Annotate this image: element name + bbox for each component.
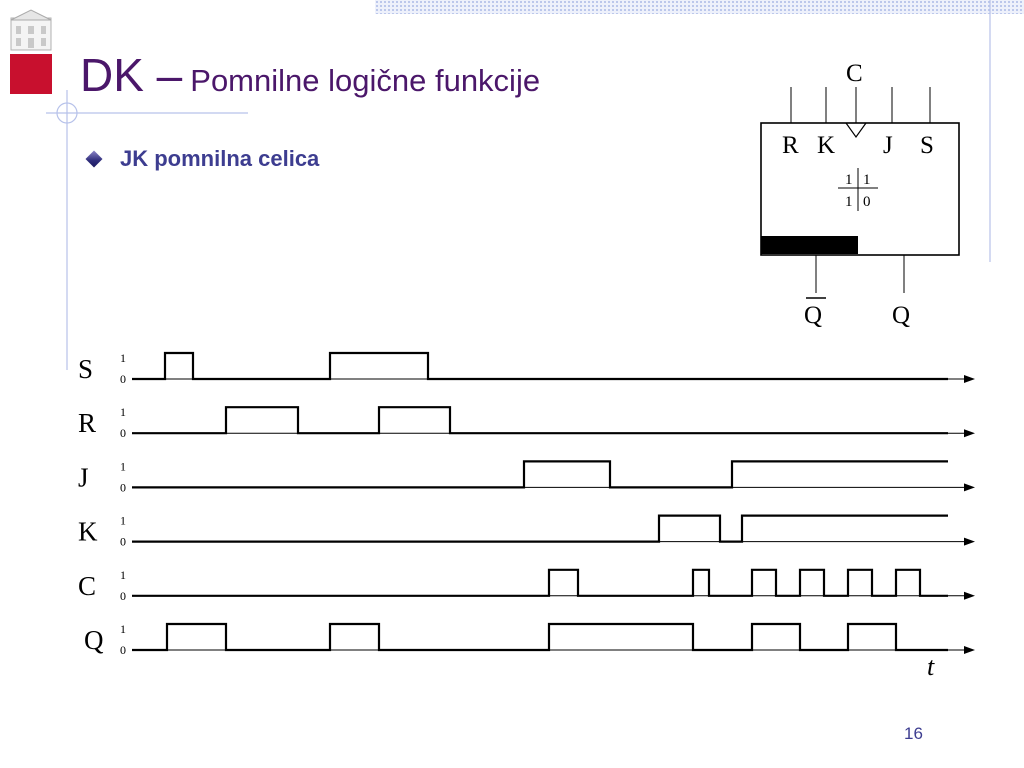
truth-value: 0 <box>863 194 871 210</box>
output-label-q-bar: Q <box>804 302 822 329</box>
signal-label-q: Q <box>84 625 104 655</box>
signal-label-k: K <box>78 517 98 547</box>
level-label-low: 0 <box>120 643 126 657</box>
time-axis-arrow <box>964 646 975 654</box>
cell-input-label: K <box>817 132 835 159</box>
diamond-bullet-icon <box>85 150 103 168</box>
truth-value: 1 <box>863 172 871 188</box>
time-axis-arrow <box>964 483 975 492</box>
level-label-low: 0 <box>120 372 126 386</box>
level-label-high: 1 <box>120 351 126 365</box>
signal-label-s: S <box>78 354 93 384</box>
level-label-high: 1 <box>120 514 126 528</box>
time-axis-arrow <box>964 375 975 383</box>
cell-input-label: J <box>883 132 893 159</box>
time-axis-label: t <box>927 652 935 681</box>
jk-cell-diagram: C R K J S 1 1 1 0 Q Q <box>760 60 960 329</box>
output-label-q: Q <box>892 302 910 329</box>
signal-label-c: C <box>78 571 96 601</box>
level-label-low: 0 <box>120 535 126 549</box>
bullet-item: JK pomnilna celica <box>85 146 320 172</box>
page-number: 16 <box>904 724 923 743</box>
time-axis-arrow <box>964 537 975 546</box>
waveform-r <box>132 406 948 435</box>
truth-value: 1 <box>845 194 853 210</box>
waveform-s <box>132 351 948 381</box>
truth-value: 1 <box>845 172 853 188</box>
waveform-j <box>132 460 948 489</box>
waveform-c <box>132 568 948 597</box>
bullet-text: JK pomnilna celica <box>120 146 320 171</box>
level-label-high: 1 <box>120 405 126 419</box>
jk-cell-inverted-bar <box>761 236 858 254</box>
title-subtitle: Pomnilne logične funkcije <box>190 63 541 98</box>
level-label-high: 1 <box>120 459 126 473</box>
university-logo <box>10 9 52 94</box>
slide-title: DK –Pomnilne logične funkcije <box>80 48 540 102</box>
waveform-q <box>132 622 948 652</box>
signal-label-r: R <box>78 408 96 438</box>
title-main: DK – <box>80 49 183 101</box>
clock-label: C <box>846 60 863 87</box>
time-axis-arrow <box>964 591 975 600</box>
signal-label-j: J <box>78 462 89 492</box>
waveform-k <box>132 514 948 543</box>
cell-input-label: R <box>782 132 799 159</box>
jk-cell-box <box>760 122 960 256</box>
level-label-low: 0 <box>120 480 126 494</box>
level-label-high: 1 <box>120 622 126 636</box>
time-axis-arrow <box>964 429 975 438</box>
level-label-low: 0 <box>120 589 126 603</box>
guide-circle <box>56 102 78 124</box>
level-label-low: 0 <box>120 426 126 440</box>
decorative-dot-band <box>375 0 1024 14</box>
cell-input-label: S <box>920 132 934 159</box>
level-label-high: 1 <box>120 568 126 582</box>
clock-triangle <box>845 122 867 139</box>
